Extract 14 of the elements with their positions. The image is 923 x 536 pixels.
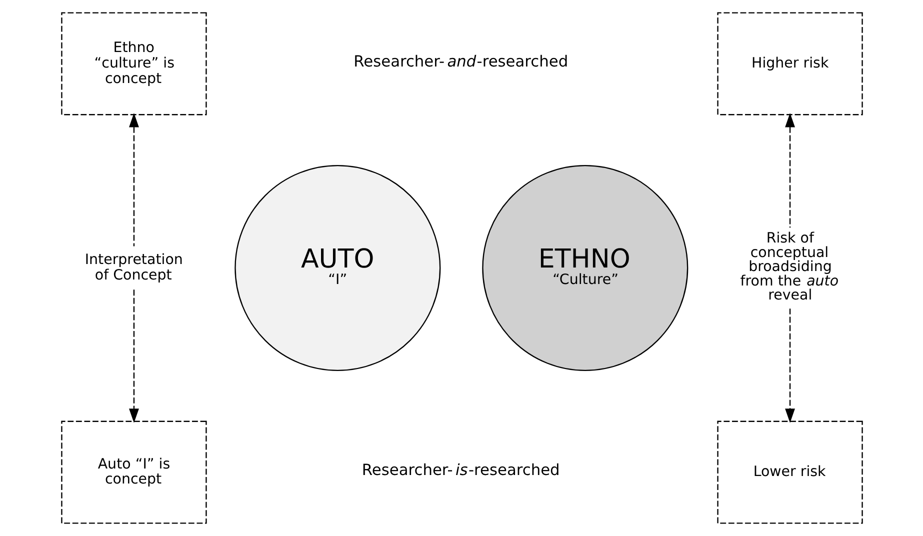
arrow <box>784 308 794 423</box>
label: Researcher-is-researched <box>361 461 560 480</box>
node-text: Interpretation of Concept <box>84 252 182 284</box>
node-box: Lower risk <box>716 420 862 524</box>
node-box: Auto “I” is concept <box>60 420 206 524</box>
node-box: Higher risk <box>716 12 862 116</box>
label: Researcher-and-researched <box>353 52 568 71</box>
node-box: Ethno “culture” is concept <box>60 12 206 116</box>
arrow <box>128 113 138 246</box>
arrow <box>128 290 138 423</box>
arrow <box>784 113 794 228</box>
node-text: Risk of conceptual broadsiding from the auto reveal <box>740 230 838 304</box>
node-circle: AUTO “I” <box>234 164 440 372</box>
node-circle: ETHNO “Culture” <box>482 164 688 372</box>
